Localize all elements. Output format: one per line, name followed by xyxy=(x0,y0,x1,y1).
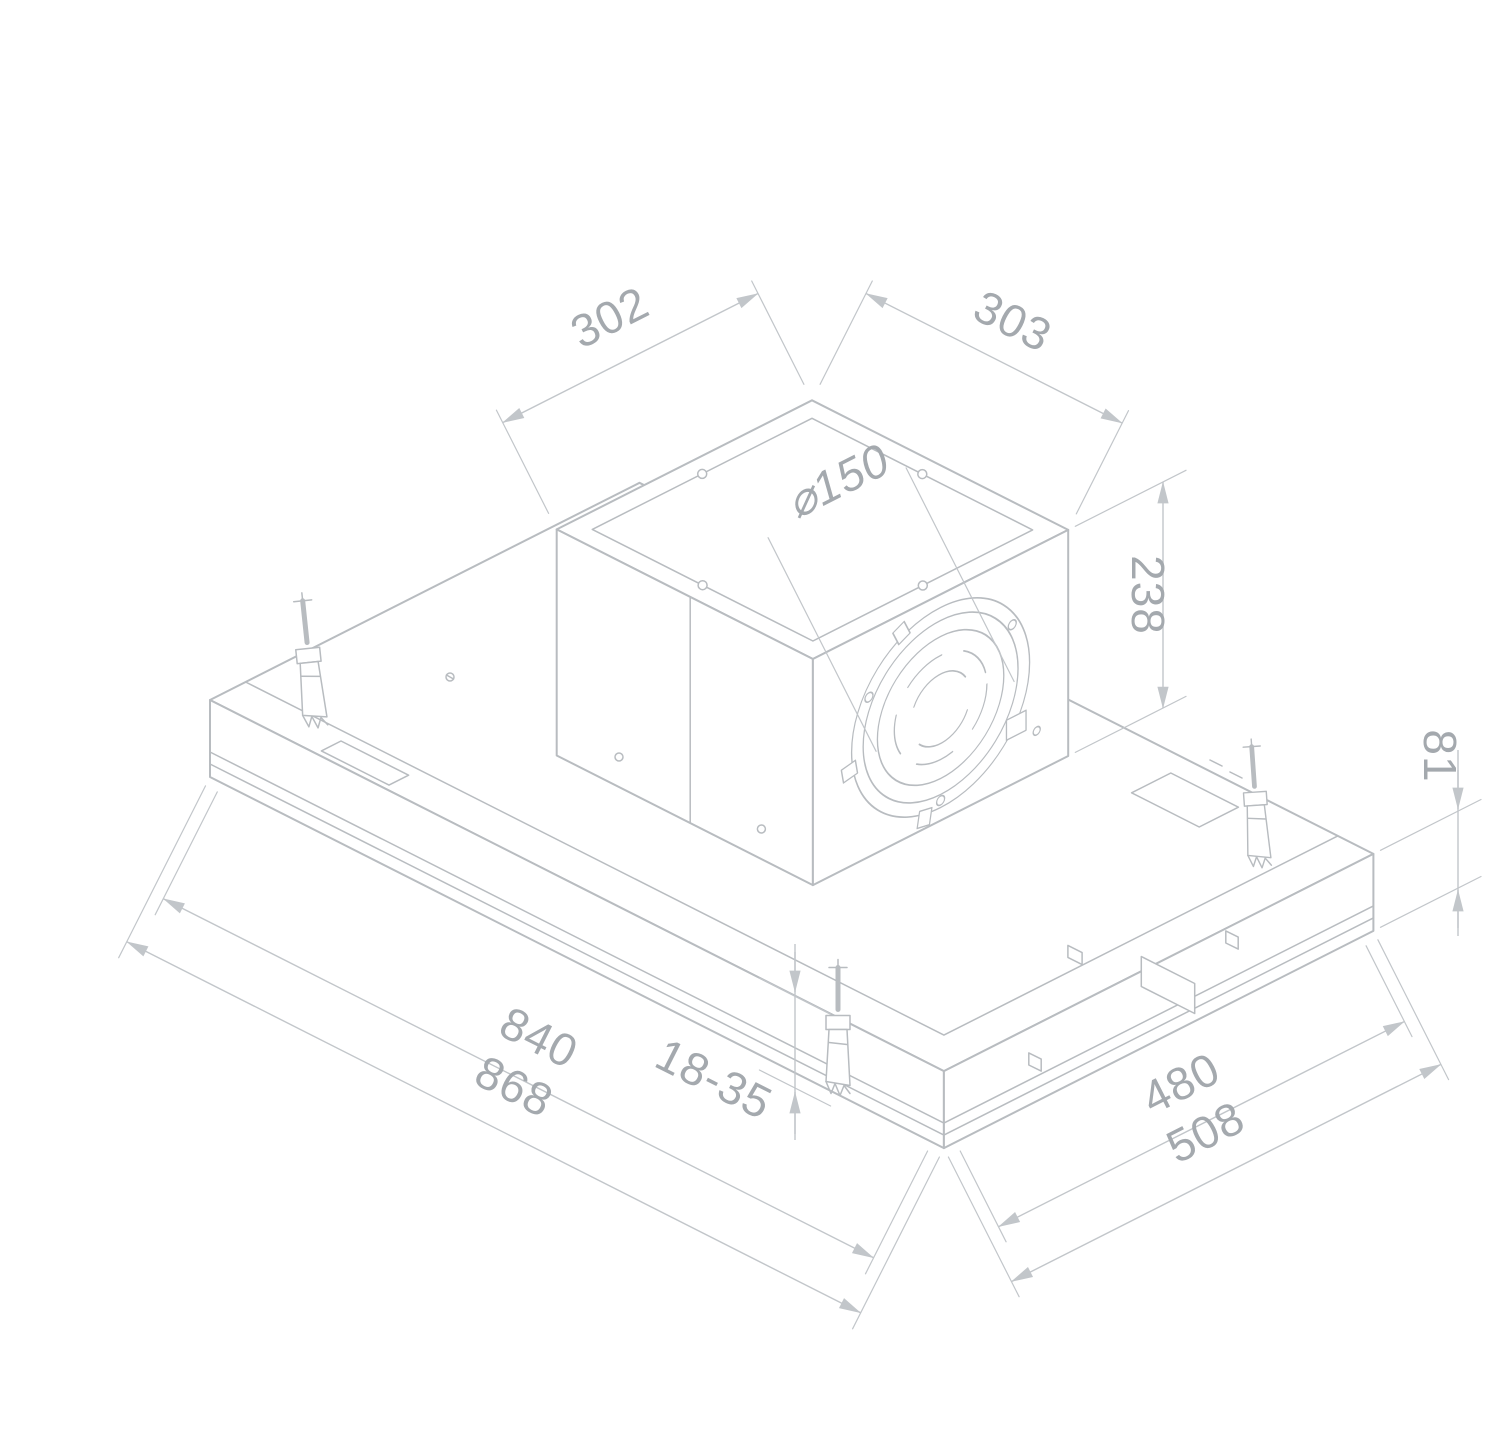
flange-tab xyxy=(840,759,859,784)
dim-81: 81 xyxy=(1379,729,1482,936)
flange-tab xyxy=(916,806,933,830)
flange-tab xyxy=(892,620,911,646)
extension-line xyxy=(118,785,207,959)
latch-cutout xyxy=(1140,955,1196,1015)
dimension-line xyxy=(1010,1063,1442,1283)
screw xyxy=(697,579,708,591)
slot-mark xyxy=(1229,771,1243,779)
bracket-slot xyxy=(320,740,410,786)
extension-line xyxy=(905,467,1015,683)
duct-flange xyxy=(840,597,1041,830)
screw xyxy=(696,468,708,480)
fan-blade-arc xyxy=(918,709,968,748)
latch-cutout-small xyxy=(1067,944,1083,966)
extension-line xyxy=(1075,410,1130,515)
bracket-slot xyxy=(1130,772,1240,828)
dimension-line xyxy=(865,292,1123,424)
extension-line xyxy=(1074,469,1187,527)
extension-line xyxy=(1379,875,1482,928)
flange-bolt xyxy=(935,794,946,807)
extension-line xyxy=(819,280,873,385)
extension-line xyxy=(767,537,877,752)
dimension-line xyxy=(126,941,862,1314)
duct-opening xyxy=(876,628,1005,787)
screw xyxy=(917,468,928,480)
dimension-line xyxy=(502,292,759,424)
extension-line xyxy=(851,1156,941,1330)
screw xyxy=(917,580,929,591)
extension-line xyxy=(751,280,805,385)
screw-slot xyxy=(445,674,455,680)
flange-bolt xyxy=(864,691,874,703)
extension-line xyxy=(495,409,550,515)
extension-line xyxy=(1377,939,1450,1081)
screw xyxy=(756,824,767,834)
extension-line xyxy=(864,1150,929,1275)
face-mark xyxy=(1225,930,1239,950)
junction-box xyxy=(1005,709,1027,742)
slot-mark xyxy=(1209,759,1223,767)
extension-line xyxy=(154,791,218,916)
dim-238: 238 xyxy=(1074,469,1187,754)
extension-line xyxy=(1379,798,1482,851)
flange-bolt xyxy=(1007,619,1017,631)
top-rim-fold-line xyxy=(244,681,1339,1036)
dim-label-238: 238 xyxy=(1122,555,1174,635)
fan-detail-ring xyxy=(893,649,988,766)
dim-label-81: 81 xyxy=(1414,729,1466,782)
screw xyxy=(614,752,624,762)
fan-blade-arc xyxy=(913,670,967,708)
motor-top-inset xyxy=(591,417,1034,642)
extension-line xyxy=(947,1156,1020,1298)
screw xyxy=(1032,725,1041,737)
